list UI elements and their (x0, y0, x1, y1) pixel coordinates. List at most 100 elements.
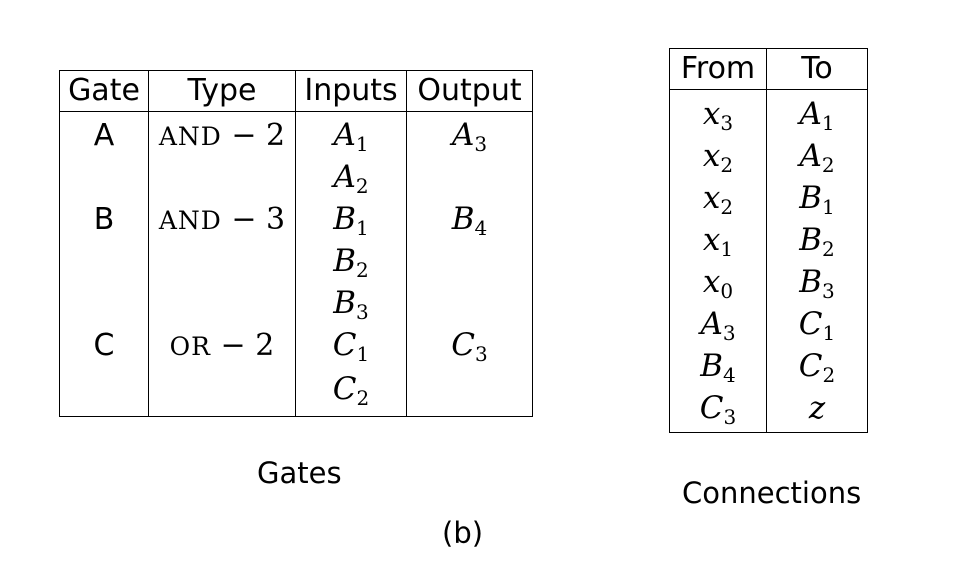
connection-to-letter: C (798, 348, 823, 384)
connection-from-subscript: 1 (720, 237, 734, 261)
gate-output-subscript: 4 (474, 216, 488, 240)
gate-input-letter: A (333, 117, 356, 153)
gate-name-cell (59, 240, 149, 282)
connection-from-subscript: 3 (720, 111, 734, 135)
connection-to-cell: B1 (766, 177, 868, 219)
gate-name-cell: A (59, 111, 149, 156)
gate-type-cell (148, 156, 296, 198)
gate-type-name: AND (158, 121, 222, 151)
connection-to-cell: A2 (766, 135, 868, 177)
connection-to-letter: B (799, 180, 823, 216)
connection-from-cell: x2 (669, 177, 767, 219)
gate-output-cell (406, 156, 533, 198)
gate-input: C1 (332, 327, 369, 364)
connection-from-letter: A (700, 306, 723, 342)
connection-from-subscript: 4 (723, 363, 736, 387)
minus-sign: − (221, 201, 267, 237)
connection-from-letter: C (699, 390, 724, 426)
connection-to: z (809, 390, 825, 426)
gates-header-gate: Gate (59, 70, 149, 112)
connection-to: B3 (799, 264, 835, 301)
connection-to-cell: B2 (766, 219, 868, 261)
gate-output-letter: C (451, 327, 475, 363)
connection-from-letter: x (702, 96, 721, 132)
connection-to-subscript: 2 (821, 153, 835, 177)
gate-input-subscript: 2 (356, 258, 369, 282)
gate-type-cell: AND − 2 (148, 111, 296, 156)
gates-header-inputs: Inputs (295, 70, 407, 112)
connection-from-cell: x1 (669, 219, 767, 261)
gates-caption: Gates (257, 456, 342, 490)
connections-row: A3 C1 (669, 303, 868, 345)
connection-from-cell: x2 (669, 135, 767, 177)
gate-type-count: 3 (266, 201, 286, 237)
connection-to: B1 (799, 180, 835, 219)
gate-type-cell: OR − 2 (148, 324, 296, 366)
connection-from-subscript: 2 (720, 153, 734, 177)
gate-input-letter: C (332, 327, 357, 363)
gate-input: A1 (333, 117, 368, 154)
connection-to-cell: A1 (766, 89, 868, 135)
gate-type-cell (148, 282, 296, 324)
gate-name-cell: C (59, 324, 149, 366)
connection-from-letter: x (702, 222, 721, 258)
gate-output: A3 (451, 117, 487, 154)
connection-from-letter: x (702, 180, 721, 216)
gate-output-letter: B (451, 201, 475, 237)
connections-row: x0 B3 (669, 261, 868, 303)
gates-header-row: Gate Type Inputs Output (59, 70, 533, 112)
gates-row: C2 (59, 366, 533, 417)
connection-from: x0 (703, 264, 734, 303)
connection-to-letter: B (799, 264, 823, 300)
connection-to: A1 (799, 96, 835, 135)
gate-output-cell (406, 282, 533, 324)
connection-to-cell: B3 (766, 261, 868, 303)
gate-output-letter: A (451, 117, 475, 153)
gate-output-cell (406, 366, 533, 417)
gate-type-count: 2 (266, 117, 286, 153)
gate-output: B4 (451, 201, 488, 240)
gate-name-cell: B (59, 198, 149, 240)
gates-row: A2 (59, 156, 533, 198)
connection-to: B2 (799, 222, 835, 261)
minus-sign: − (211, 327, 256, 363)
connection-to-letter: z (808, 390, 826, 426)
gate-input-subscript: 1 (356, 216, 369, 240)
connection-to-subscript: 1 (821, 111, 835, 135)
gate-type-cell (148, 240, 296, 282)
connection-to: C2 (798, 348, 836, 387)
gate-input-letter: B (333, 201, 357, 237)
minus-sign: − (221, 117, 267, 153)
gate-input-cell: C2 (295, 366, 407, 417)
connection-to-subscript: 1 (822, 195, 835, 219)
gate-input-subscript: 2 (356, 386, 370, 410)
gate-output-cell: C3 (406, 324, 533, 366)
connection-to-subscript: 2 (822, 237, 835, 261)
gate-name-cell (59, 366, 149, 417)
gate-type-name: OR (169, 331, 211, 361)
connection-from: x2 (702, 180, 733, 217)
connection-to-subscript: 2 (822, 363, 836, 387)
connections-row: x1 B2 (669, 219, 868, 261)
gate-input: C2 (333, 371, 370, 410)
connection-from-subscript: 0 (720, 279, 734, 303)
connection-from-cell: A3 (669, 303, 767, 345)
gate-input-cell: A1 (295, 111, 407, 156)
gate-input-cell: B2 (295, 240, 407, 282)
gate-input: A2 (333, 159, 368, 196)
connections-row: x3 A1 (669, 89, 868, 135)
connection-to-cell: C1 (766, 303, 868, 345)
connection-from: A3 (700, 306, 736, 345)
connection-from: x2 (703, 138, 734, 177)
gate-input: B2 (333, 243, 369, 282)
connections-caption: Connections (682, 476, 862, 510)
connection-from-subscript: 3 (722, 321, 736, 345)
gate-input-cell: B3 (295, 282, 407, 324)
connection-to-subscript: 1 (822, 321, 836, 345)
gate-input: B1 (333, 201, 369, 240)
gate-name-cell (59, 156, 149, 198)
